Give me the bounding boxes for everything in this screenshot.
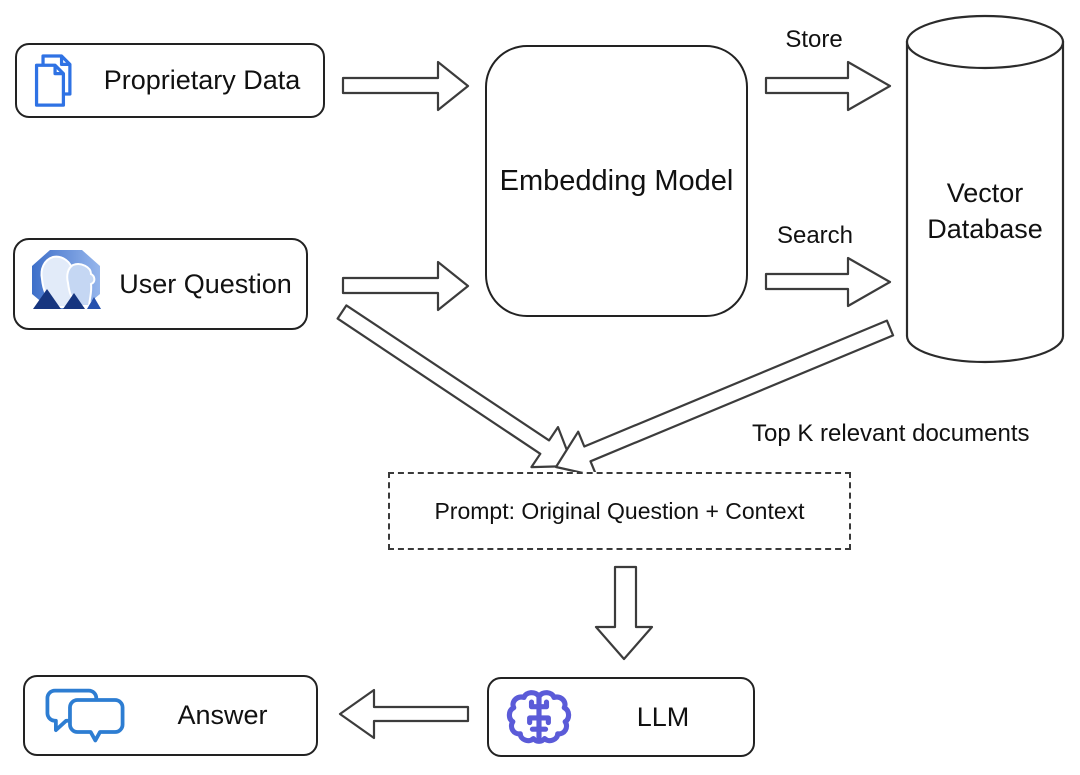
embedding-model-label: Embedding Model bbox=[499, 164, 734, 197]
arrow-search bbox=[764, 256, 892, 308]
answer-node: Answer bbox=[23, 675, 318, 756]
user-question-node: User Question bbox=[13, 238, 308, 330]
proprietary-data-node: Proprietary Data bbox=[15, 43, 325, 118]
prompt-node: Prompt: Original Question + Context bbox=[388, 472, 851, 550]
arrow-llm-to-answer bbox=[338, 688, 470, 740]
proprietary-data-label: Proprietary Data bbox=[103, 65, 301, 95]
search-edge-label: Search bbox=[776, 222, 854, 249]
vector-database-label: Vector Database bbox=[927, 178, 1043, 245]
brain-icon bbox=[505, 688, 573, 746]
arrow-proprietary-to-embedding bbox=[341, 60, 470, 112]
arrow-store bbox=[764, 60, 892, 112]
chat-bubbles-icon bbox=[41, 685, 129, 747]
documents-icon bbox=[31, 53, 81, 109]
arrow-prompt-to-llm bbox=[594, 565, 654, 661]
embedding-model-node: Embedding Model bbox=[485, 45, 748, 317]
vector-database-cylinder bbox=[905, 14, 1065, 364]
arrow-vector-db-to-prompt bbox=[554, 319, 895, 478]
llm-node: LLM bbox=[487, 677, 755, 757]
arrow-user-question-to-embedding bbox=[341, 260, 470, 312]
user-question-label: User Question bbox=[119, 268, 292, 299]
prompt-label: Prompt: Original Question + Context bbox=[434, 497, 805, 524]
store-edge-label: Store bbox=[785, 26, 843, 53]
answer-label: Answer bbox=[177, 700, 268, 730]
top-k-edge-label: Top K relevant documents bbox=[752, 420, 1030, 447]
arrow-user-question-to-prompt bbox=[336, 304, 575, 469]
llm-label: LLM bbox=[636, 701, 690, 732]
users-icon bbox=[25, 244, 105, 324]
